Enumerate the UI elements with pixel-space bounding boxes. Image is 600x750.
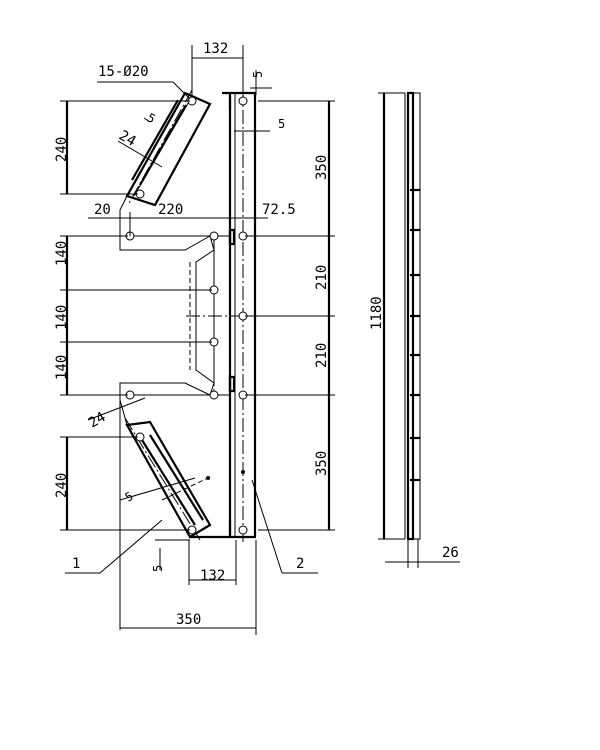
- label-left-lower-height: 240: [54, 473, 70, 498]
- label-part-1: 1: [72, 556, 80, 572]
- front-view: [119, 88, 330, 630]
- upper-bracket: [119, 89, 230, 251]
- label-right-210-b: 210: [314, 343, 330, 368]
- label-top-gap-small: 5: [251, 71, 265, 78]
- dimension-lines: [60, 45, 335, 635]
- label-lower-slot-offset: 5: [123, 489, 136, 505]
- label-mid-right: 72.5: [262, 202, 296, 218]
- label-left-gap-2: 140: [54, 305, 70, 330]
- label-top-right-offset: 5: [278, 117, 285, 131]
- label-right-350-bottom: 350: [314, 451, 330, 476]
- label-upper-slot-offset: 5: [145, 110, 158, 126]
- label-mid-left: 20: [94, 202, 111, 218]
- back-plate: [189, 88, 257, 545]
- label-bottom-small: 5: [151, 565, 165, 572]
- label-overall-width: 350: [176, 612, 201, 628]
- label-bottom-width: 132: [200, 568, 225, 584]
- label-left-upper-height: 240: [54, 137, 70, 162]
- label-mid-center: 220: [158, 202, 183, 218]
- side-view: [378, 91, 460, 568]
- label-holes: 15-Ø20: [98, 64, 149, 80]
- label-top-width: 132: [203, 41, 228, 57]
- dimension-labels: 132 15-Ø20 5 5 5 24 240 140 140 140 240 …: [54, 41, 459, 628]
- label-lower-slot-width: 24: [86, 409, 109, 431]
- label-left-gap-1: 140: [54, 241, 70, 266]
- label-upper-slot-width: 24: [116, 128, 139, 150]
- label-left-gap-3: 140: [54, 355, 70, 380]
- label-part-2: 2: [296, 556, 304, 572]
- label-side-total: 1180: [369, 296, 385, 330]
- lower-bracket: [119, 382, 230, 630]
- label-right-350-top: 350: [314, 155, 330, 180]
- label-right-210-a: 210: [314, 265, 330, 290]
- label-side-thickness: 26: [442, 545, 459, 561]
